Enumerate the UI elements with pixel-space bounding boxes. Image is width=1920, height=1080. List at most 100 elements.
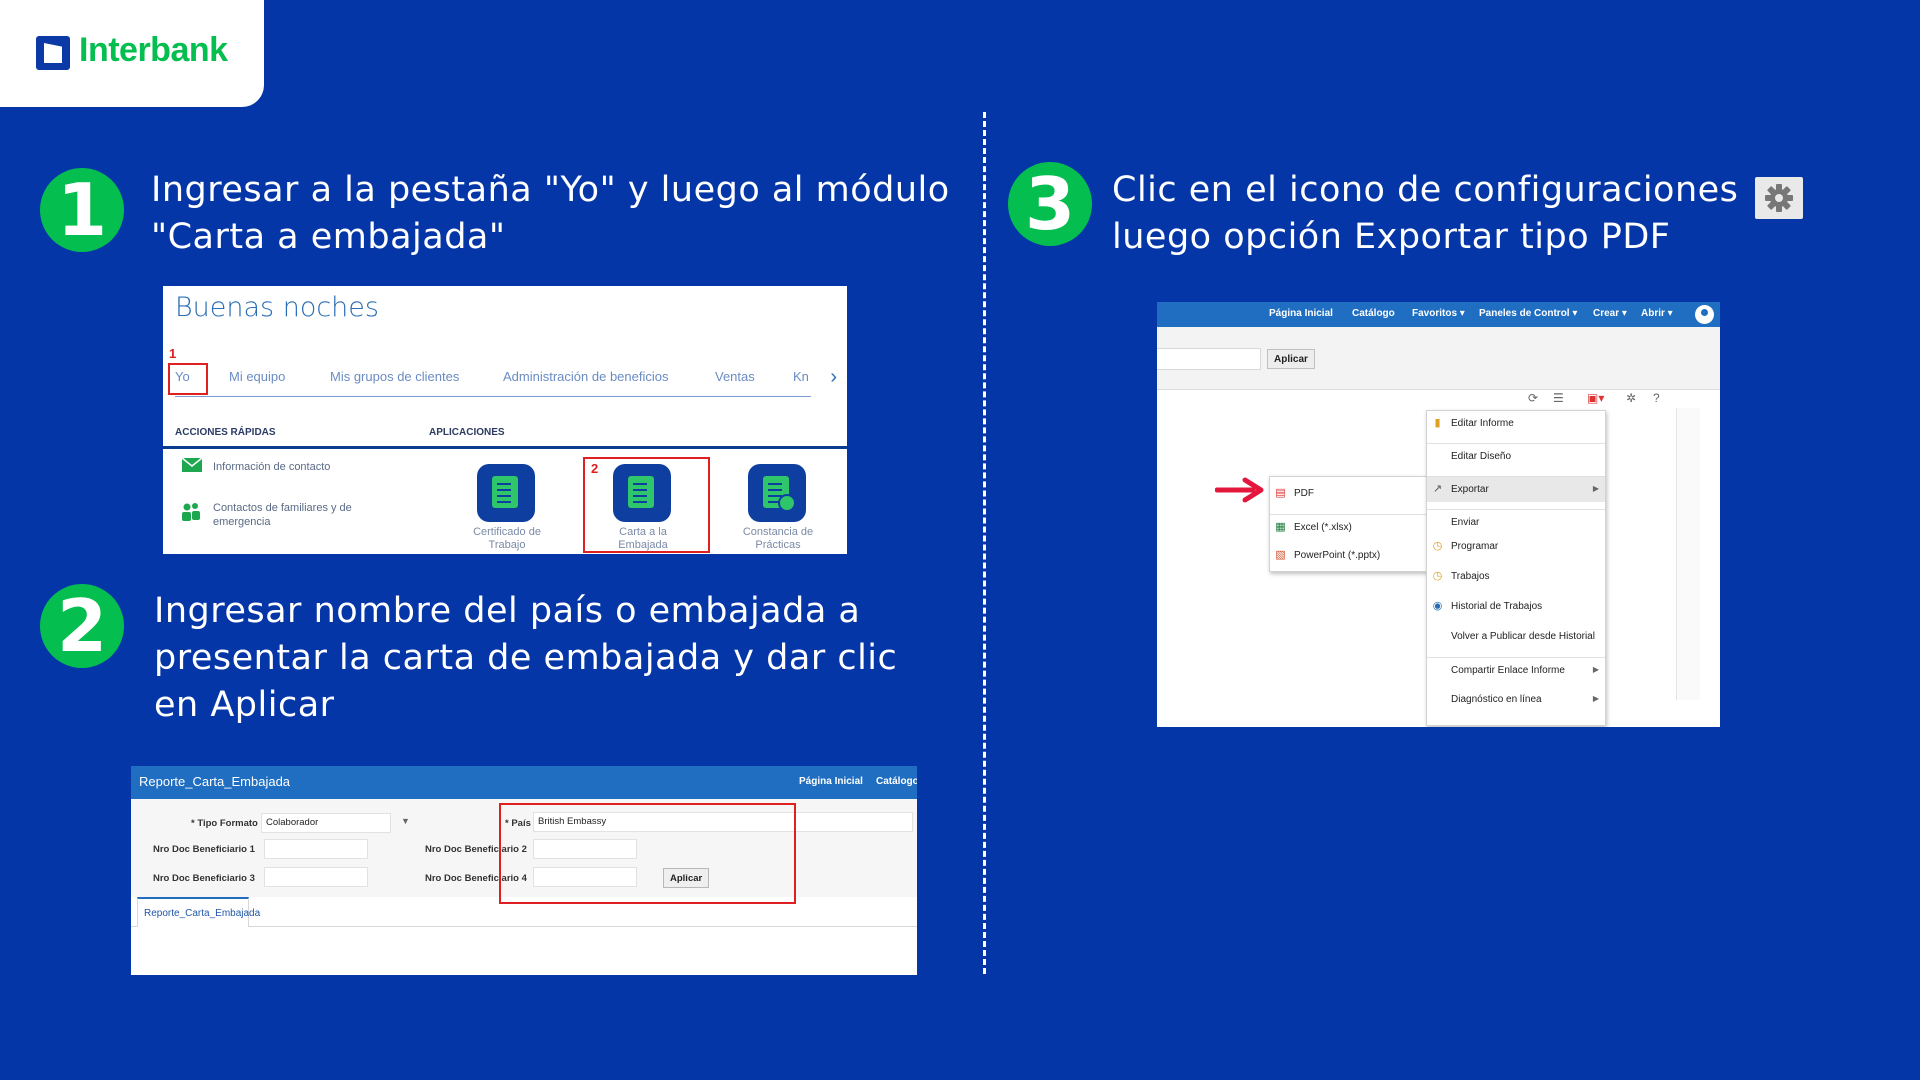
- menu-diagnostico[interactable]: Diagnóstico en línea ▶: [1427, 687, 1605, 713]
- report-tab[interactable]: Reporte_Carta_Embajada: [137, 897, 260, 927]
- app-carta-embajada[interactable]: Carta a la Embajada: [618, 526, 668, 551]
- tab-mis-grupos[interactable]: Mis grupos de clientes: [330, 369, 460, 384]
- step-3-badge: 3: [1008, 162, 1092, 246]
- menu-programar[interactable]: ◷ Programar: [1427, 534, 1605, 560]
- doc4-label: Nro Doc Beneficiario 4: [425, 873, 527, 884]
- nav-favoritos[interactable]: Favoritos ▾: [1412, 308, 1465, 319]
- menu-trabajos[interactable]: ◷ Trabajos: [1427, 564, 1605, 590]
- doc1-label: Nro Doc Beneficiario 1: [153, 844, 255, 855]
- column-divider: [983, 112, 986, 974]
- certificate-app-icon[interactable]: [477, 464, 535, 522]
- export-pptx-label: PowerPoint (*.pptx): [1294, 550, 1381, 561]
- menu-label: Historial de Trabajos: [1451, 601, 1543, 612]
- screenshot-export-menu: Página Inicial Catálogo Favoritos ▾ Pane…: [1157, 302, 1720, 727]
- apply-button[interactable]: Aplicar: [663, 868, 710, 888]
- step-1-badge: 1: [40, 168, 124, 252]
- jobs-icon: ◷: [1432, 570, 1443, 582]
- app-certificado[interactable]: Certificado de Trabajo: [473, 526, 541, 551]
- tab-administracion[interactable]: Administración de beneficios: [503, 369, 669, 384]
- pais-label: * País: [505, 818, 531, 829]
- interbank-logo-icon: [36, 36, 70, 70]
- dropdown-arrow-icon[interactable]: ▼: [401, 816, 410, 826]
- list-icon[interactable]: ☰: [1553, 391, 1564, 405]
- menu-exportar[interactable]: ↗ Exportar ▶: [1427, 476, 1605, 502]
- menu-editar-informe[interactable]: ▮ Editar Informe: [1427, 411, 1605, 437]
- tab-mi-equipo[interactable]: Mi equipo: [229, 369, 286, 384]
- tabs-underline: [175, 396, 811, 397]
- top-nav-bar: Página Inicial Catálogo Favoritos ▾ Pane…: [1157, 302, 1720, 327]
- quick-actions-header: ACCIONES RÁPIDAS: [175, 427, 276, 438]
- menu-enviar[interactable]: Enviar: [1427, 509, 1605, 535]
- doc3-input[interactable]: [264, 867, 368, 887]
- menu-label: Compartir Enlace Informe: [1451, 665, 1565, 676]
- red-arrow-icon: [1215, 477, 1264, 503]
- tab-yo[interactable]: Yo: [175, 369, 190, 384]
- pdf-file-icon: ▤: [1275, 487, 1286, 499]
- refresh-icon[interactable]: ⟳: [1528, 391, 1539, 405]
- menu-label: Editar Informe: [1451, 418, 1514, 429]
- marker-2: 2: [591, 461, 599, 476]
- doc1-input[interactable]: [264, 839, 368, 859]
- excel-file-icon: ▦: [1275, 521, 1286, 533]
- export-pdf-item[interactable]: ▤ PDF: [1270, 481, 1426, 507]
- tipo-formato-select[interactable]: Colaborador: [261, 813, 391, 833]
- menu-volver-publicar[interactable]: Volver a Publicar desde Historial: [1427, 624, 1605, 650]
- menu-label: Trabajos: [1451, 571, 1490, 582]
- apply-button[interactable]: Aplicar: [1267, 349, 1315, 369]
- internship-app-icon[interactable]: [748, 464, 806, 522]
- doc2-label: Nro Doc Beneficiario 2: [425, 844, 527, 855]
- tab-kn[interactable]: Kn: [793, 369, 809, 384]
- step-3-text: Clic en el icono de configuraciones lueg…: [1112, 170, 1739, 257]
- screenshot-report-form: Reporte_Carta_Embajada Página Inicial Ca…: [131, 766, 917, 975]
- scrollbar[interactable]: [1676, 408, 1700, 700]
- doc2-input[interactable]: [533, 839, 637, 859]
- nav-catalogo[interactable]: Catálogo: [1352, 308, 1395, 319]
- nav-abrir[interactable]: Abrir ▾: [1641, 308, 1673, 319]
- menu-historial[interactable]: ◉ Historial de Trabajos: [1427, 594, 1605, 620]
- app-constancia[interactable]: Constancia de Prácticas: [742, 526, 814, 551]
- letter-app-icon[interactable]: [613, 464, 671, 522]
- screenshot-home-tabs: Buenas noches 1 Yo Mi equipo Mis grupos …: [163, 286, 847, 554]
- user-avatar-icon[interactable]: [1695, 305, 1714, 324]
- step-2-text: Ingresar nombre del país o embajada a pr…: [154, 591, 898, 725]
- brand-name: Interbank: [79, 31, 228, 69]
- chevron-right-icon[interactable]: ›: [830, 366, 837, 388]
- pdf-dropdown-icon[interactable]: ▣▾: [1587, 391, 1605, 405]
- export-icon: ↗: [1432, 483, 1443, 495]
- menu-editar-diseno[interactable]: Editar Diseño: [1427, 443, 1605, 469]
- family-icon: [182, 503, 200, 521]
- menu-label: Exportar: [1451, 484, 1489, 495]
- settings-gear-icon: [1755, 177, 1803, 219]
- step-1-text: Ingresar a la pestaña "Yo" y luego al mó…: [151, 170, 950, 257]
- nav-pagina-inicial[interactable]: Página Inicial: [1269, 308, 1333, 319]
- settings-menu: ▮ Editar Informe Editar Diseño ↗ Exporta…: [1426, 410, 1606, 726]
- tipo-formato-label: * Tipo Formato: [191, 818, 258, 829]
- nav-paneles[interactable]: Paneles de Control ▾: [1479, 308, 1578, 319]
- help-icon[interactable]: ?: [1653, 391, 1660, 405]
- parameter-input[interactable]: [1157, 348, 1261, 370]
- gear-icon[interactable]: ✲: [1626, 391, 1637, 405]
- export-excel-item[interactable]: ▦ Excel (*.xlsx): [1270, 514, 1426, 540]
- menu-label: Diagnóstico en línea: [1451, 694, 1542, 705]
- menu-label: Programar: [1451, 541, 1499, 552]
- pais-input[interactable]: British Embassy: [533, 812, 913, 832]
- menu-compartir[interactable]: Compartir Enlace Informe ▶: [1427, 657, 1605, 683]
- nav-catalogo[interactable]: Catálogo: [876, 776, 917, 787]
- highlight-box-yo: [168, 363, 208, 395]
- nav-crear[interactable]: Crear ▾: [1593, 308, 1627, 319]
- tab-ventas[interactable]: Ventas: [715, 369, 755, 384]
- doc4-input[interactable]: [533, 867, 637, 887]
- export-submenu: ▤ PDF ▦ Excel (*.xlsx) ▧ PowerPoint (*.p…: [1269, 476, 1427, 572]
- menu-label: Volver a Publicar desde Historial: [1451, 631, 1595, 642]
- report-title: Reporte_Carta_Embajada: [139, 774, 291, 789]
- export-pptx-item[interactable]: ▧ PowerPoint (*.pptx): [1270, 543, 1426, 569]
- highlight-box-carta: [583, 457, 710, 553]
- nav-pagina-inicial[interactable]: Página Inicial: [799, 776, 863, 787]
- export-excel-label: Excel (*.xlsx): [1294, 522, 1352, 533]
- quick-action-family[interactable]: Contactos de familiares y de emergencia: [213, 502, 352, 528]
- quick-action-contact[interactable]: Información de contacto: [213, 461, 331, 473]
- powerpoint-file-icon: ▧: [1275, 549, 1286, 561]
- doc3-label: Nro Doc Beneficiario 3: [153, 873, 255, 884]
- logo-panel: Interbank: [0, 0, 264, 107]
- report-header-bar: Reporte_Carta_Embajada Página Inicial Ca…: [131, 766, 917, 799]
